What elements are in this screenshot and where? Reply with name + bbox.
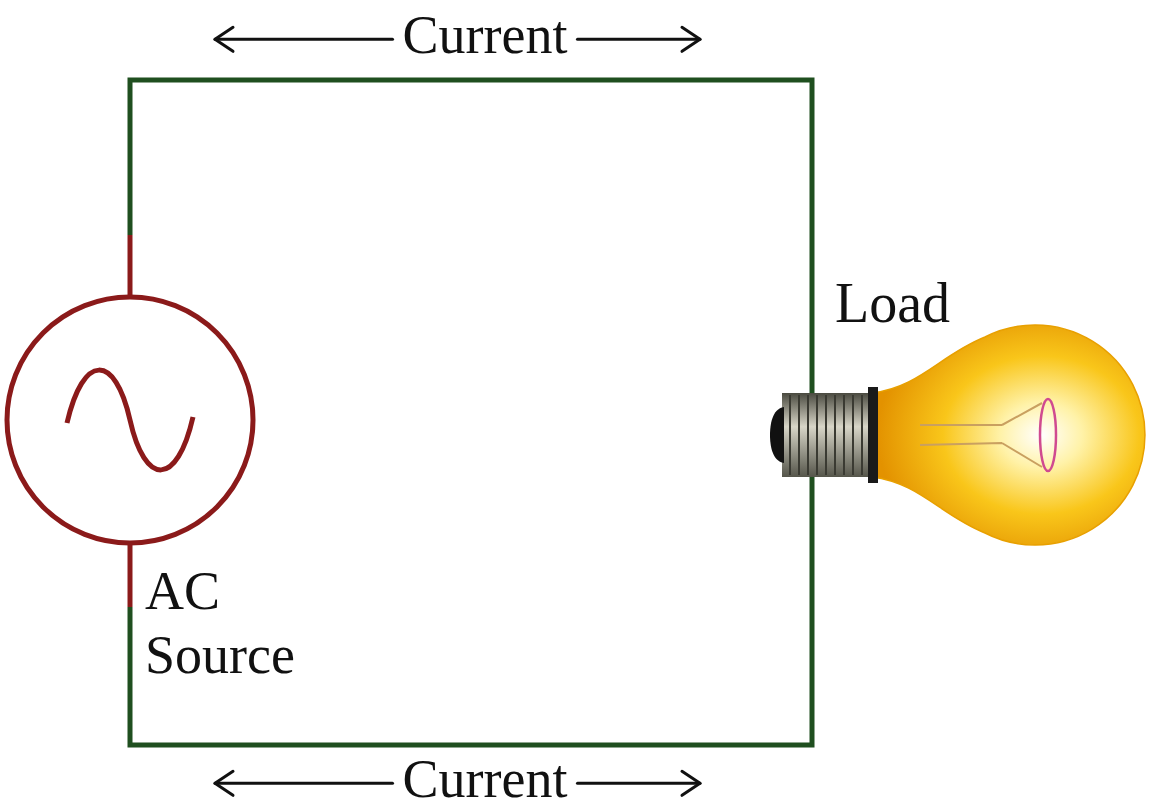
base-contact: [770, 407, 784, 463]
ac-source: AC Source: [5, 235, 350, 695]
source-symbol: [7, 297, 253, 543]
node-label: Load: [835, 273, 950, 333]
screw-thread: [790, 395, 862, 475]
filament: [1040, 399, 1056, 471]
source-lead: [128, 543, 133, 607]
wire: [128, 607, 133, 695]
load-bulb: Load: [770, 275, 1155, 575]
node-art: [770, 275, 1155, 575]
source-lead: [128, 235, 133, 297]
screw-base: [782, 393, 870, 477]
node-label: AC Source: [145, 559, 310, 687]
wire: [130, 80, 812, 275]
bulb-glass: [872, 325, 1145, 545]
base-collar: [868, 387, 878, 483]
current-label: Current: [401, 8, 570, 62]
sine-wave: [67, 370, 193, 470]
current-label: Current: [401, 752, 570, 806]
filament-support: [920, 403, 1042, 467]
